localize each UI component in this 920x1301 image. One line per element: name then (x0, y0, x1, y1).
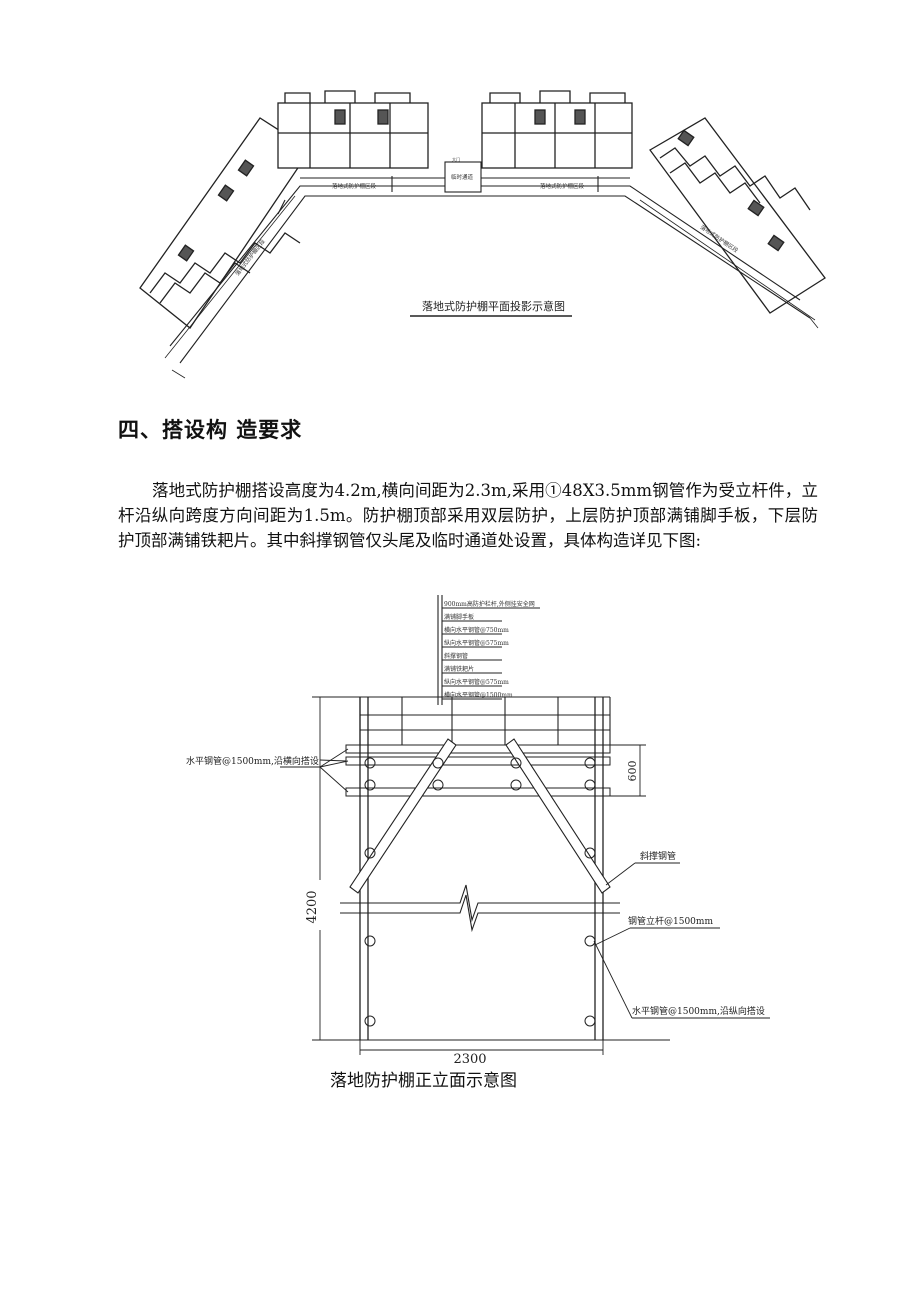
right-building-wing (649, 117, 826, 314)
joint-circles (364, 757, 596, 1027)
top-right-building (481, 90, 633, 169)
left-building-wing (139, 117, 311, 329)
legend-item-4: 纵向水平钢管@575mm (444, 639, 509, 647)
canopy-band (169, 161, 811, 364)
body-paragraph: 落地式防护棚搭设高度为4.2m,横向间距为2.3m,采用①48X3.5mm钢管作… (118, 481, 818, 550)
horizontal-tubes (319, 744, 611, 797)
dim-height: 4200 (305, 890, 320, 923)
break-line (340, 884, 620, 933)
top-left-building (277, 90, 429, 169)
legend-item-3: 横向水平钢管@750mm (444, 626, 509, 634)
dim-width: 2300 (453, 1052, 486, 1067)
label-horizontal-transverse: 水平钢管@1500mm,沿横向搭设 (186, 755, 319, 767)
diagonal-braces (349, 738, 611, 894)
elevation-drawing: 900mm高防护栏杆,外侧挂安全网 满铺脚手板 横向水平钢管@750mm 纵向水… (186, 595, 770, 1067)
dim-top: 600 (626, 761, 639, 782)
plan-projection-drawing: 落地式防护棚区段 临时通道 大门 落地式防护棚区段 落地式防护棚区段 落地式防护… (139, 90, 826, 379)
section-heading: 四、搭设构 造要求 (118, 418, 303, 442)
plan-label-left-top: 落地式防护棚区段 (332, 182, 377, 190)
legend-item-8: 横向水平钢管@1500mm (444, 691, 513, 699)
label-post: 钢管立杆@1500mm (628, 915, 713, 927)
dimension-lines (312, 696, 670, 1055)
label-horizontal-longitudinal: 水平钢管@1500mm,沿纵向搭设 (632, 1005, 765, 1017)
legend-item-2: 满铺脚手板 (444, 613, 474, 621)
legend-item-5: 斜撑钢管 (444, 652, 468, 660)
leader-lines (280, 748, 770, 1019)
top-railing (359, 696, 611, 745)
legend-item-7: 纵向水平钢管@575mm (444, 678, 509, 686)
legend-item-1: 900mm高防护栏杆,外侧挂安全网 (444, 600, 535, 608)
plan-label-center: 临时通道 (451, 173, 474, 181)
legend-block (437, 595, 540, 705)
elevation-caption: 落地防护棚正立面示意图 (330, 1071, 517, 1091)
plan-label-right-top: 落地式防护棚区段 (540, 182, 585, 190)
legend-item-6: 满铺铁耙片 (444, 665, 474, 673)
plan-gate-label: 大门 (452, 156, 460, 162)
plan-title: 落地式防护棚平面投影示意图 (422, 299, 565, 313)
label-brace: 斜撑钢管 (640, 850, 676, 862)
